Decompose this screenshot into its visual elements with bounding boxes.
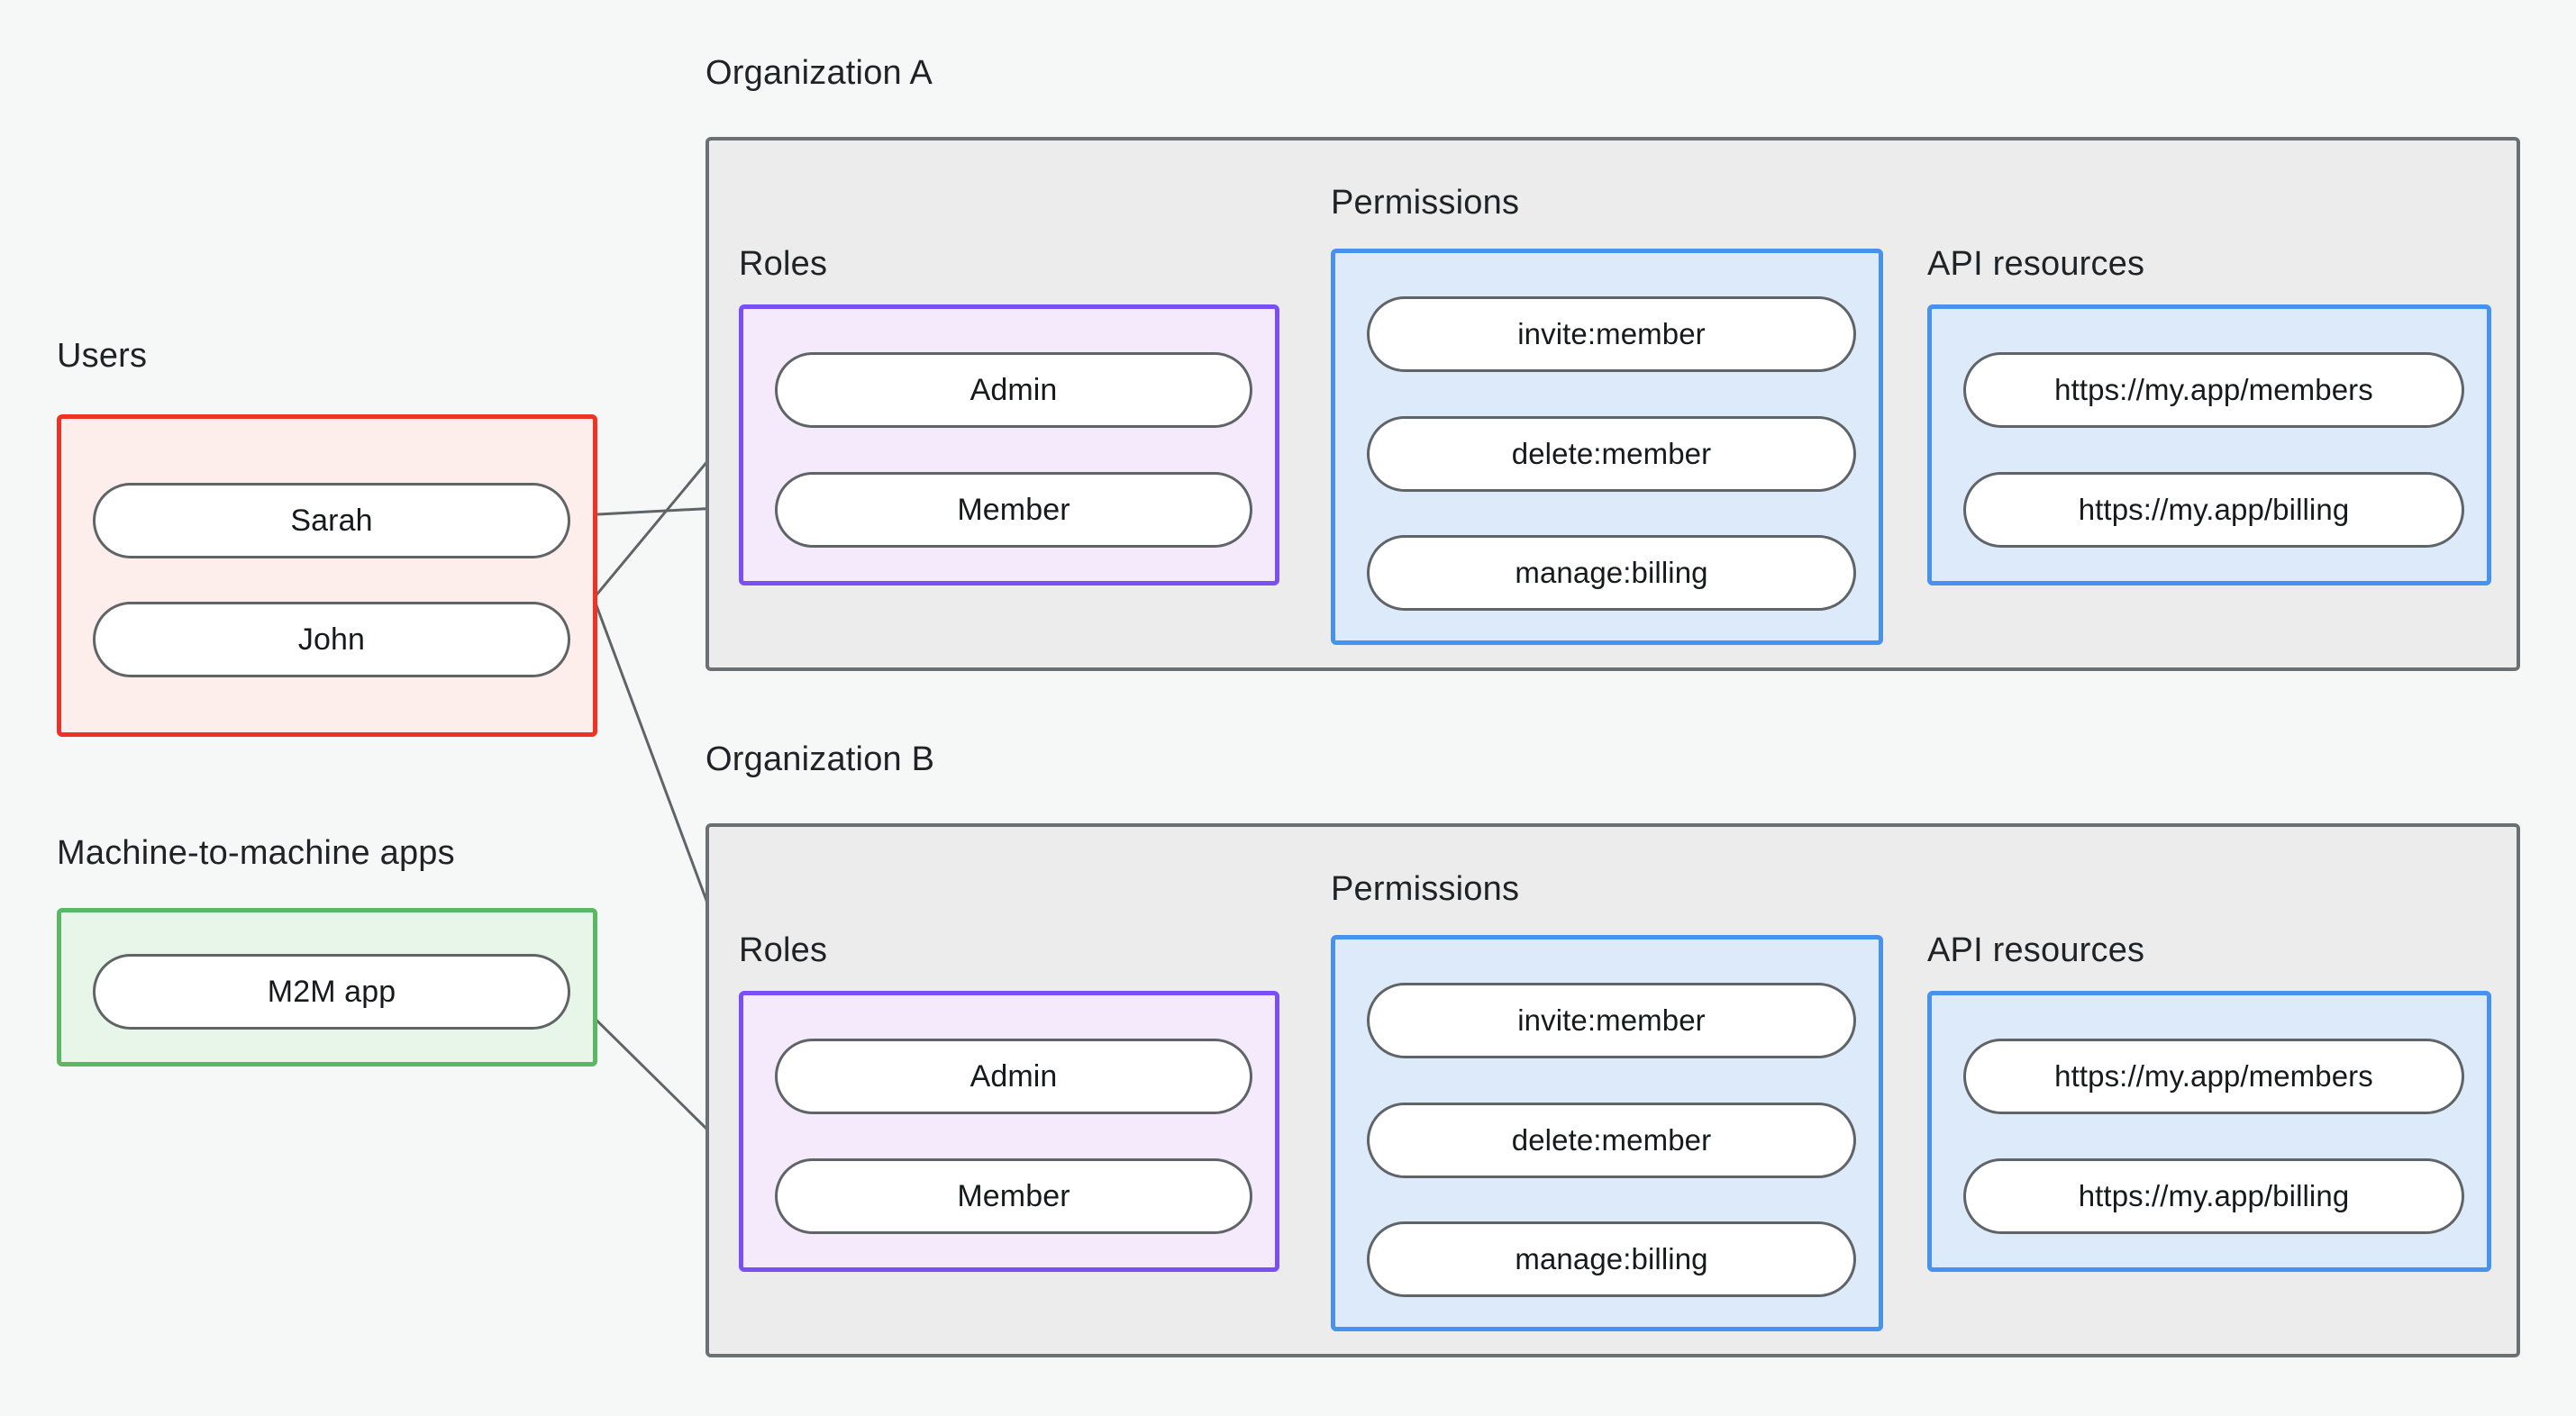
users-group-label: Users — [57, 337, 148, 375]
orgA-api-node-members[interactable]: https://my.app/members — [1963, 352, 2464, 428]
orgA-role-node-member[interactable]: Member — [775, 472, 1252, 548]
organization-b-label: Organization B — [705, 740, 935, 778]
orgA-permissions-label: Permissions — [1331, 184, 1520, 222]
organization-a-label: Organization A — [705, 54, 933, 92]
orgA-permission-node-manage-billing[interactable]: manage:billing — [1367, 535, 1856, 611]
orgB-permissions-label: Permissions — [1331, 870, 1520, 908]
orgA-role-node-admin[interactable]: Admin — [775, 352, 1252, 428]
orgB-api-resources-container: https://my.app/members https://my.app/bi… — [1927, 991, 2491, 1272]
orgB-role-node-member[interactable]: Member — [775, 1158, 1252, 1234]
orgB-permissions-container: invite:member delete:member manage:billi… — [1331, 935, 1883, 1331]
orgB-permission-node-delete-member[interactable]: delete:member — [1367, 1103, 1856, 1178]
orgB-permission-node-manage-billing[interactable]: manage:billing — [1367, 1221, 1856, 1297]
orgA-api-resources-label: API resources — [1927, 245, 2145, 283]
orgA-permissions-container: invite:member delete:member manage:billi… — [1331, 249, 1883, 645]
orgB-api-resources-label: API resources — [1927, 931, 2145, 969]
organization-b-container: Roles Admin Member Permissions invite:me… — [705, 823, 2520, 1357]
orgA-roles-container: Admin Member — [739, 304, 1279, 585]
user-node-sarah[interactable]: Sarah — [93, 483, 570, 558]
orgA-api-node-billing[interactable]: https://my.app/billing — [1963, 472, 2464, 548]
organization-a-container: Roles Admin Member Permissions invite:me… — [705, 137, 2520, 671]
user-node-john[interactable]: John — [93, 602, 570, 677]
orgB-permission-node-invite-member[interactable]: invite:member — [1367, 983, 1856, 1058]
orgB-api-node-members[interactable]: https://my.app/members — [1963, 1039, 2464, 1114]
orgA-roles-label: Roles — [739, 245, 828, 283]
m2m-node-app[interactable]: M2M app — [93, 954, 570, 1030]
m2m-group-label: Machine-to-machine apps — [57, 834, 455, 872]
orgB-roles-label: Roles — [739, 931, 828, 969]
orgB-roles-container: Admin Member — [739, 991, 1279, 1272]
orgB-api-node-billing[interactable]: https://my.app/billing — [1963, 1158, 2464, 1234]
orgA-permission-node-delete-member[interactable]: delete:member — [1367, 416, 1856, 492]
m2m-container: M2M app — [57, 908, 597, 1067]
orgA-api-resources-container: https://my.app/members https://my.app/bi… — [1927, 304, 2491, 585]
users-container: Sarah John — [57, 414, 597, 737]
orgB-role-node-admin[interactable]: Admin — [775, 1039, 1252, 1114]
orgA-permission-node-invite-member[interactable]: invite:member — [1367, 296, 1856, 372]
